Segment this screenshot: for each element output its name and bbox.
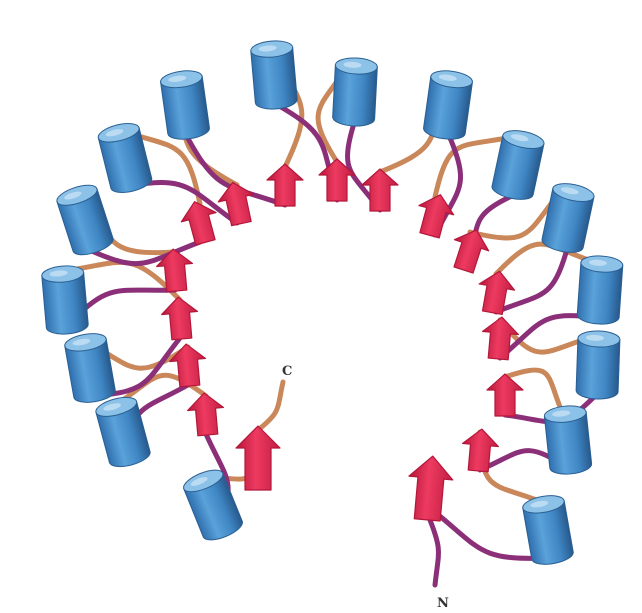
alpha-helices	[41, 39, 623, 567]
alpha-helix-cylinder	[540, 180, 595, 255]
beta-strand-arrow	[160, 296, 200, 341]
alpha-helix-cylinder	[576, 330, 620, 399]
alpha-helix-cylinder	[55, 181, 116, 259]
alpha-helix-cylinder	[250, 39, 298, 110]
beta-strands	[155, 159, 523, 522]
n-terminal-tail	[430, 520, 438, 585]
alpha-helix-cylinder	[544, 404, 593, 476]
alpha-helix-cylinder	[422, 68, 473, 141]
c-terminal-tail	[258, 382, 283, 430]
alpha-helix-cylinder	[96, 120, 153, 196]
alpha-helix-cylinder	[63, 331, 116, 405]
beta-strand-arrow	[186, 392, 226, 437]
alpha-helix-cylinder	[332, 57, 378, 127]
n-terminus-label: N	[437, 596, 449, 611]
beta-strand-arrow	[487, 374, 523, 416]
alpha-helix-cylinder	[41, 264, 89, 335]
beta-strand-arrow	[215, 179, 259, 228]
alpha-helix-cylinder	[577, 255, 624, 326]
beta-strand-arrow	[362, 169, 398, 211]
alpha-helix-cylinder	[159, 68, 210, 141]
beta-strand-arrow	[405, 454, 454, 522]
inner-loop	[496, 246, 568, 312]
c-terminus-label: C	[282, 364, 292, 379]
alpha-helix-cylinder	[94, 394, 152, 471]
beta-strand-arrow	[412, 190, 458, 240]
